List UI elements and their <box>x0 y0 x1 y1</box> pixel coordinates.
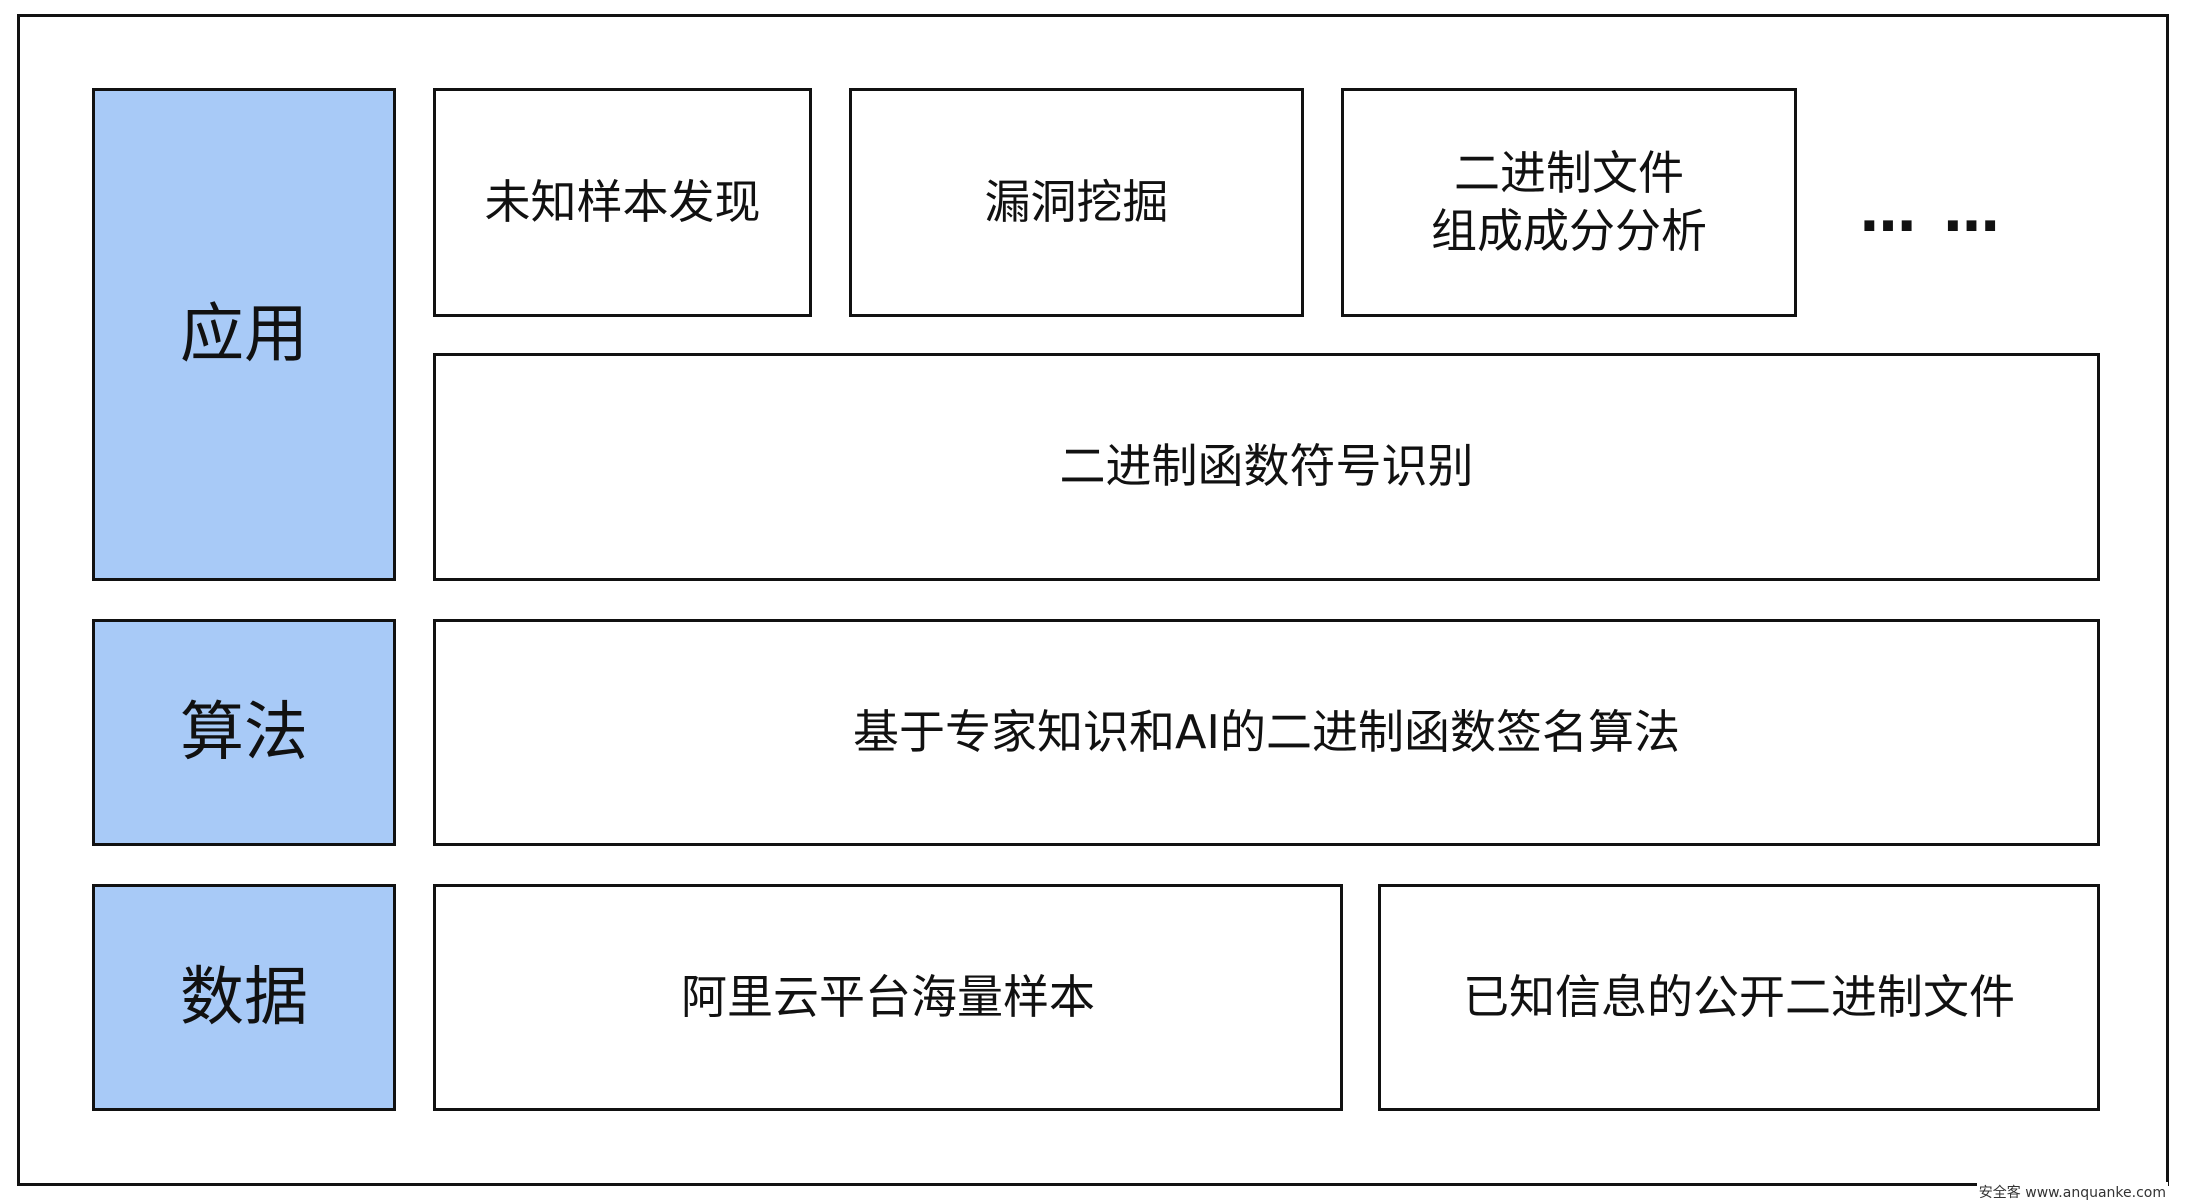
watermark: 安全客 www.anquanke.com <box>1976 1182 2168 1202</box>
data-item-label: 阿里云平台海量样本 <box>681 969 1095 1024</box>
layer-application-label: 应用 <box>180 297 308 372</box>
algorithm-label: 基于专家知识和AI的二进制函数签名算法 <box>852 704 1681 759</box>
app-unknown-sample-discovery: 未知样本发现 <box>433 88 812 317</box>
data-public-binaries: 已知信息的公开二进制文件 <box>1378 884 2100 1111</box>
app-item-label: 二进制文件 组成成分分析 <box>1431 146 1707 258</box>
data-item-label: 已知信息的公开二进制文件 <box>1463 969 2015 1024</box>
layer-application: 应用 <box>92 88 396 581</box>
layer-algorithm: 算法 <box>92 619 396 846</box>
app-item-label: 未知样本发现 <box>484 174 761 229</box>
more-ellipsis: … … <box>1860 180 2004 245</box>
app-binary-composition-analysis: 二进制文件 组成成分分析 <box>1341 88 1797 317</box>
layer-data: 数据 <box>92 884 396 1111</box>
app-binary-function-symbol-recognition: 二进制函数符号识别 <box>433 353 2100 581</box>
layer-algorithm-label: 算法 <box>180 695 308 770</box>
data-aliyun-samples: 阿里云平台海量样本 <box>433 884 1343 1111</box>
algorithm-signature: 基于专家知识和AI的二进制函数签名算法 <box>433 619 2100 846</box>
app-core-label: 二进制函数符号识别 <box>1059 439 1474 494</box>
layer-data-label: 数据 <box>180 960 308 1035</box>
app-vulnerability-mining: 漏洞挖掘 <box>849 88 1304 317</box>
diagram-frame <box>17 14 2169 1186</box>
app-item-label: 漏洞挖掘 <box>984 174 1169 229</box>
